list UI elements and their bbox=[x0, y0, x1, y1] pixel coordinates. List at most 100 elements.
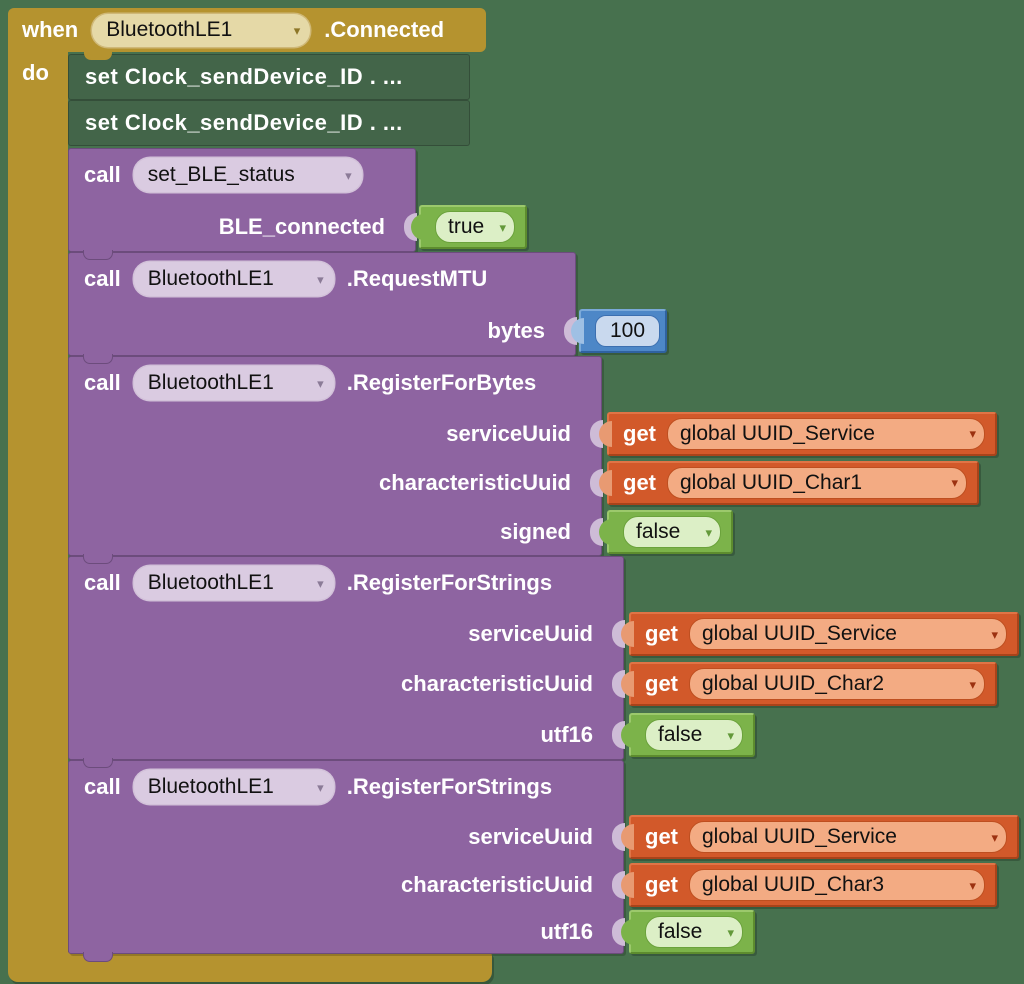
call-keyword: call bbox=[84, 570, 121, 595]
logic-dropdown[interactable]: false ▾ bbox=[645, 719, 743, 751]
variable-dropdown[interactable]: global UUID_Service ▾ bbox=[689, 821, 1007, 853]
plug-notch-icon bbox=[599, 420, 612, 447]
collapsed-set-block-1[interactable]: set Clock_sendDevice_ID . ... bbox=[68, 54, 470, 100]
get-variable-block[interactable]: get global UUID_Char2 ▾ bbox=[621, 662, 997, 706]
plug-notch-icon bbox=[621, 671, 634, 697]
param-label: serviceUuid bbox=[446, 420, 571, 446]
get-keyword: get bbox=[623, 420, 656, 446]
method-name: .RegisterForStrings bbox=[346, 570, 553, 595]
variable-dropdown[interactable]: global UUID_Char3 ▾ bbox=[689, 869, 985, 901]
dropdown-arrow-icon: ▾ bbox=[991, 829, 998, 845]
dropdown-arrow-icon: ▾ bbox=[969, 676, 976, 692]
plug-notch-icon bbox=[599, 519, 612, 545]
component-dropdown[interactable]: BluetoothLE1 ▾ bbox=[133, 770, 334, 804]
call-keyword: call bbox=[84, 774, 121, 799]
logic-value-block[interactable]: false ▾ bbox=[621, 713, 755, 757]
logic-dropdown-value: true bbox=[448, 215, 485, 238]
component-dropdown-value: BluetoothLE1 bbox=[147, 775, 274, 798]
number-value-block[interactable]: 100 bbox=[571, 309, 667, 353]
dropdown-arrow-icon: ▾ bbox=[951, 475, 958, 490]
logic-dropdown[interactable]: false ▾ bbox=[623, 516, 721, 548]
call-block-header: call set_BLE_status ▾ bbox=[69, 149, 415, 201]
component-dropdown-value: BluetoothLE1 bbox=[106, 18, 233, 41]
param-row: serviceUuid get global UUID_Service ▾ bbox=[69, 609, 1019, 659]
variable-dropdown[interactable]: global UUID_Service ▾ bbox=[689, 618, 1007, 650]
component-dropdown[interactable]: BluetoothLE1 ▾ bbox=[92, 13, 311, 47]
component-dropdown-value: BluetoothLE1 bbox=[147, 571, 274, 594]
call-keyword: call bbox=[84, 162, 121, 187]
logic-dropdown[interactable]: false ▾ bbox=[645, 916, 743, 948]
collapsed-block-label: set Clock_sendDevice_ID . ... bbox=[85, 64, 403, 89]
dropdown-arrow-icon: ▾ bbox=[499, 219, 506, 235]
collapsed-set-block-2[interactable]: set Clock_sendDevice_ID . ... bbox=[68, 100, 470, 146]
dropdown-arrow-icon: ▾ bbox=[345, 167, 352, 183]
param-row: serviceUuid get global UUID_Service ▾ bbox=[69, 813, 1019, 861]
plug-notch-icon bbox=[411, 214, 424, 240]
dropdown-arrow-icon: ▾ bbox=[727, 727, 734, 743]
param-label: characteristicUuid bbox=[401, 872, 593, 897]
method-name: .RegisterForStrings bbox=[346, 774, 553, 799]
call-block-register-for-strings-1[interactable]: call BluetoothLE1 ▾ .RegisterForStrings … bbox=[68, 556, 1019, 768]
dropdown-arrow-icon: ▾ bbox=[317, 375, 324, 391]
call-block-header: call BluetoothLE1 ▾ .RegisterForStrings bbox=[69, 557, 623, 609]
component-dropdown[interactable]: BluetoothLE1 ▾ bbox=[133, 262, 334, 296]
variable-dropdown[interactable]: global UUID_Service ▾ bbox=[667, 417, 985, 450]
block-connector-tab bbox=[83, 554, 113, 564]
variable-dropdown[interactable]: global UUID_Char1 ▾ bbox=[667, 466, 967, 499]
get-variable-block[interactable]: get global UUID_Service ▾ bbox=[621, 612, 1019, 656]
number-field[interactable]: 100 bbox=[595, 315, 661, 347]
when-keyword: when bbox=[22, 17, 79, 42]
call-block-register-for-bytes[interactable]: call BluetoothLE1 ▾ .RegisterForBytes se… bbox=[68, 356, 997, 564]
when-event-block-footer[interactable] bbox=[8, 952, 492, 982]
dropdown-arrow-icon: ▾ bbox=[727, 924, 734, 940]
param-label: characteristicUuid bbox=[379, 469, 571, 495]
call-block-register-for-strings-2[interactable]: call BluetoothLE1 ▾ .RegisterForStrings … bbox=[68, 760, 1019, 962]
call-keyword: call bbox=[84, 266, 121, 291]
variable-dropdown-value: global UUID_Service bbox=[680, 421, 875, 445]
component-dropdown[interactable]: BluetoothLE1 ▾ bbox=[133, 566, 334, 600]
param-label: characteristicUuid bbox=[401, 671, 593, 696]
param-label: bytes bbox=[487, 318, 545, 343]
get-keyword: get bbox=[645, 872, 678, 897]
call-block-set-ble-status[interactable]: call set_BLE_status ▾ BLE_connected true… bbox=[68, 148, 527, 260]
param-label: utf16 bbox=[540, 919, 593, 944]
logic-value-block[interactable]: true ▾ bbox=[411, 205, 527, 249]
plug-notch-icon bbox=[599, 469, 612, 496]
procedure-dropdown-value: set_BLE_status bbox=[147, 163, 295, 186]
variable-dropdown-value: global UUID_Char1 bbox=[680, 470, 863, 494]
call-block-request-mtu[interactable]: call BluetoothLE1 ▾ .RequestMTU bytes 10… bbox=[68, 252, 667, 364]
get-variable-block[interactable]: get global UUID_Char3 ▾ bbox=[621, 863, 997, 907]
param-row: utf16 false ▾ bbox=[69, 709, 755, 761]
plug-notch-icon bbox=[621, 722, 634, 748]
call-block-header: call BluetoothLE1 ▾ .RegisterForStrings bbox=[69, 761, 623, 813]
logic-dropdown-value: false bbox=[658, 920, 703, 943]
procedure-dropdown[interactable]: set_BLE_status ▾ bbox=[133, 158, 362, 192]
dropdown-arrow-icon: ▾ bbox=[317, 779, 324, 795]
dropdown-arrow-icon: ▾ bbox=[317, 271, 324, 287]
get-variable-block[interactable]: get global UUID_Char1 ▾ bbox=[599, 460, 979, 505]
when-event-block-spine[interactable] bbox=[8, 50, 68, 956]
dropdown-arrow-icon: ▾ bbox=[991, 626, 998, 642]
get-variable-block[interactable]: get global UUID_Service ▾ bbox=[599, 411, 997, 456]
variable-dropdown[interactable]: global UUID_Char2 ▾ bbox=[689, 668, 985, 700]
component-dropdown[interactable]: BluetoothLE1 ▾ bbox=[133, 366, 334, 400]
get-keyword: get bbox=[645, 671, 678, 696]
block-connector-tab bbox=[83, 250, 113, 260]
get-variable-block[interactable]: get global UUID_Service ▾ bbox=[621, 815, 1019, 859]
logic-dropdown[interactable]: true ▾ bbox=[435, 211, 515, 243]
param-row: serviceUuid get global UUID_Service ▾ bbox=[69, 409, 997, 458]
dropdown-arrow-icon: ▾ bbox=[969, 877, 976, 893]
param-label: BLE_connected bbox=[218, 214, 385, 239]
dropdown-arrow-icon: ▾ bbox=[293, 22, 301, 38]
param-row: signed false ▾ bbox=[69, 507, 733, 557]
param-row: characteristicUuid get global UUID_Char3… bbox=[69, 861, 997, 909]
variable-dropdown-value: global UUID_Service bbox=[702, 622, 897, 645]
variable-dropdown-value: global UUID_Char3 bbox=[702, 873, 885, 896]
logic-value-block[interactable]: false ▾ bbox=[621, 910, 755, 954]
param-label: serviceUuid bbox=[468, 824, 593, 849]
method-name: .RequestMTU bbox=[346, 266, 488, 291]
logic-value-block[interactable]: false ▾ bbox=[599, 510, 733, 554]
when-event-block-header[interactable]: when BluetoothLE1 ▾ .Connected bbox=[8, 8, 486, 60]
get-keyword: get bbox=[645, 824, 678, 849]
